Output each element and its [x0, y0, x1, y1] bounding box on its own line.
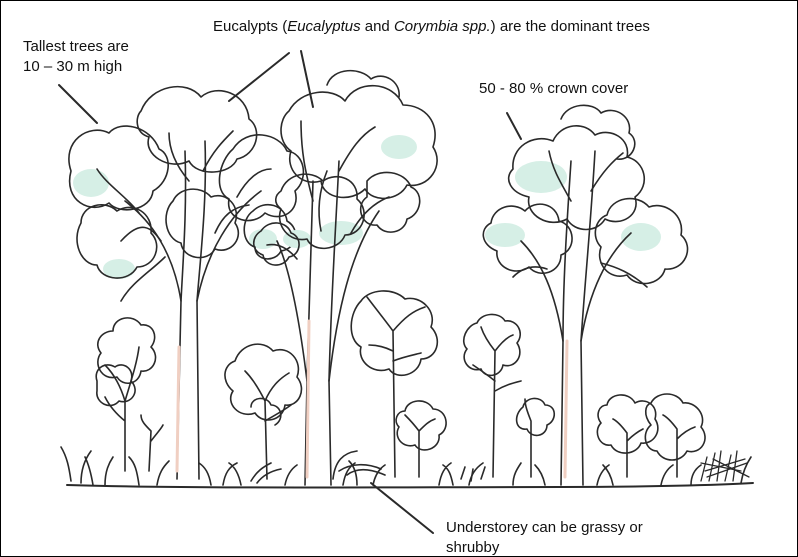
tall-tree-right	[482, 104, 689, 486]
leader-crown	[506, 112, 522, 140]
label-understorey-line1: Understorey can be grassy or	[446, 519, 643, 536]
leader-tallest	[58, 84, 98, 124]
ground-and-grass	[60, 446, 754, 489]
leader-lines	[58, 50, 522, 534]
label-crown-cover: 50 - 80 % crown cover	[479, 80, 629, 97]
label-dominant-genus-eucalyptus: Eucalyptus	[287, 18, 361, 35]
leader-dominant-right	[300, 50, 314, 108]
label-understorey: Understorey can be grassy or shrubby	[446, 518, 643, 556]
label-tallest-trees: Tallest trees are 10 – 30 m high	[23, 37, 129, 77]
label-dominant-genus-corymbia: Corymbia spp.	[393, 18, 491, 35]
label-dominant-prefix: Eucalypts (	[213, 18, 288, 35]
tall-tree-centre	[252, 69, 438, 486]
leader-understorey	[370, 482, 434, 534]
label-dominant-suffix: ) are the dominant trees	[490, 18, 650, 35]
leader-dominant-left	[228, 52, 290, 102]
label-tallest-line2: 10 – 30 m high	[23, 58, 123, 75]
label-understorey-line2: shrubby	[446, 539, 500, 556]
label-tallest-line1: Tallest trees are	[23, 38, 129, 55]
label-dominant-mid: and	[360, 18, 394, 35]
small-trees	[95, 290, 706, 480]
label-dominant-trees: Eucalypts (Eucalyptus and Corymbia spp.)…	[213, 17, 650, 37]
